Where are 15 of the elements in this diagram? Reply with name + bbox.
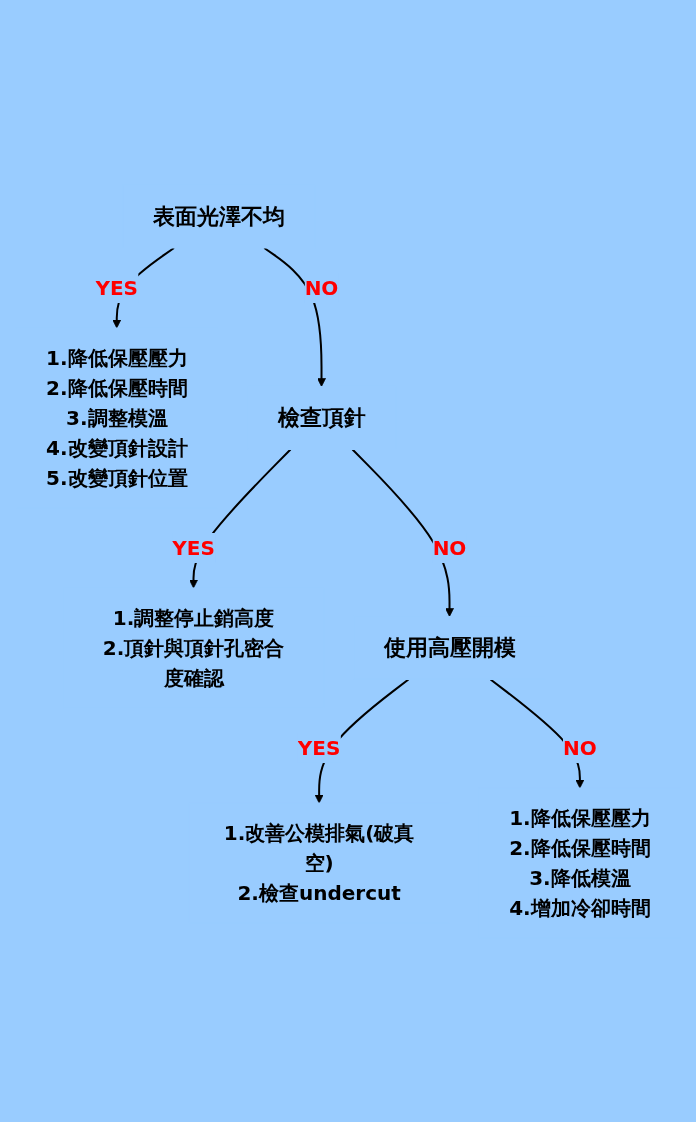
edge-label: YES	[297, 735, 341, 760]
edge-label: NO	[432, 535, 467, 560]
arrow	[262, 246, 326, 387]
edge-label: YES	[95, 275, 138, 300]
node-text: 1.調整停止銷高度 2.頂針與頂針孔密合度確認	[102, 605, 284, 690]
edge-label: NO	[304, 275, 339, 300]
edge-label: YES	[171, 535, 215, 560]
node-text: 檢查頂針	[277, 405, 366, 430]
node-text: 1.降低保壓壓力 2.降低保壓時間 3.降低模溫 4.增加冷卻時間	[508, 805, 651, 920]
arrow	[351, 448, 454, 617]
node-text: 1.改善公模排氣(破真空) 2.檢查undercut	[223, 820, 415, 905]
edge-label: NO	[562, 735, 597, 760]
node-text: 表面光澤不均	[152, 203, 285, 229]
node-text: 使用高壓開模	[383, 634, 516, 660]
node-text: 1.降低保壓壓力 2.降低保壓時間 3.調整模溫 4.改變頂針設計 5.改變頂針位置	[45, 345, 188, 490]
